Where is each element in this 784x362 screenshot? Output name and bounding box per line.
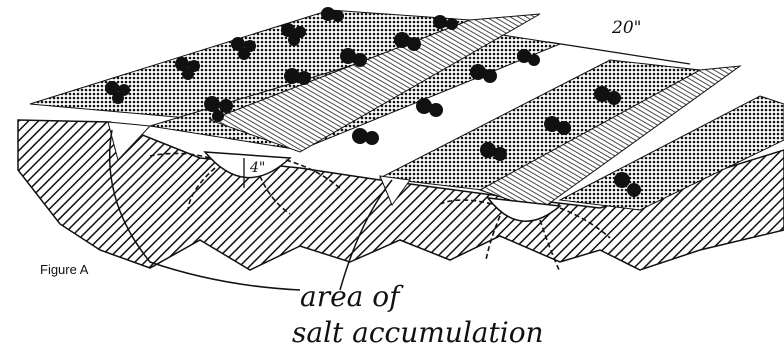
bed-width-dimension: 20" <box>612 18 641 38</box>
salt-annotation-line2: salt accumulation <box>292 316 544 349</box>
furrow-depth-dimension: 4" <box>250 160 265 176</box>
salt-annotation-line1: area of <box>300 280 399 313</box>
figure-label: Figure A <box>40 262 88 277</box>
